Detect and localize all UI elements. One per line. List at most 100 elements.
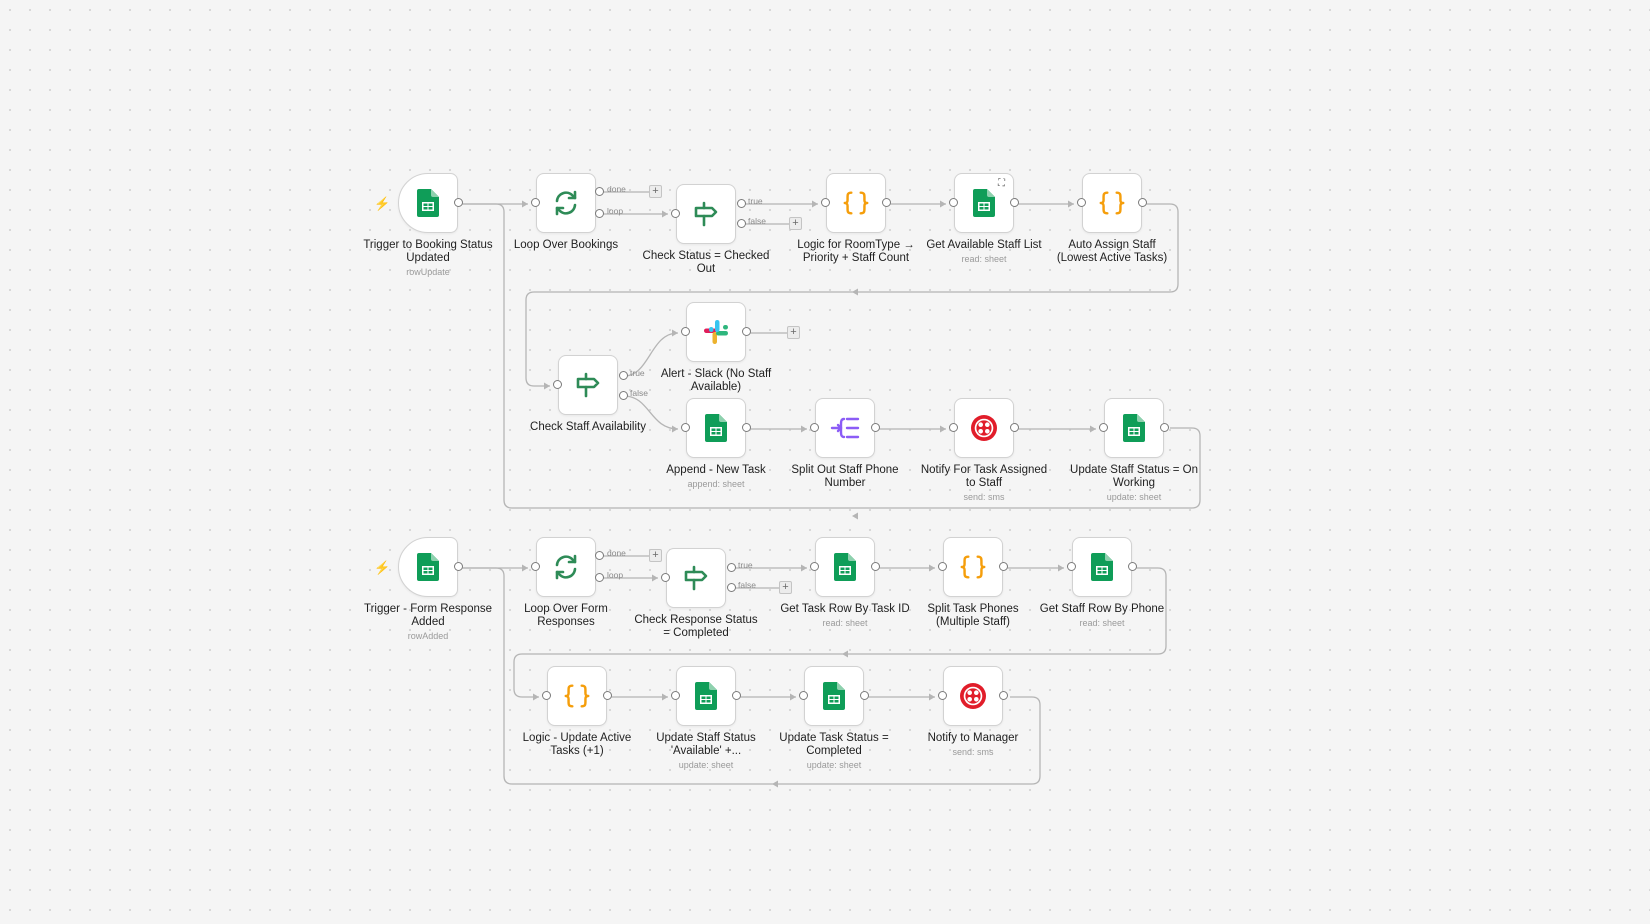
- node-label: Loop Over Form Responses: [524, 603, 608, 628]
- node-n9[interactable]: [686, 398, 746, 458]
- input-port[interactable]: [938, 691, 947, 700]
- input-port[interactable]: [1067, 562, 1076, 571]
- node-n14[interactable]: [536, 537, 596, 597]
- node-n16[interactable]: [815, 537, 875, 597]
- input-port[interactable]: [681, 423, 690, 432]
- wire-getstaff-to-logic[interactable]: [513, 567, 1167, 698]
- add-node-button[interactable]: +: [789, 217, 802, 230]
- node-label: Logic - Update Active Tasks (+1): [522, 732, 632, 757]
- expand-icon[interactable]: ⛶: [998, 178, 1005, 189]
- wire-check-staff-false[interactable]: [623, 395, 679, 430]
- node-n19[interactable]: [547, 666, 607, 726]
- trigger-bolt-icon: ⚡: [374, 560, 391, 575]
- output-port[interactable]: [742, 423, 751, 432]
- node-label: Split Task Phones (Multiple Staff): [927, 603, 1019, 628]
- done-output-port[interactable]: [595, 187, 604, 196]
- input-port[interactable]: [661, 573, 670, 582]
- done-output-port[interactable]: [595, 551, 604, 560]
- loop-output-port[interactable]: [595, 209, 604, 218]
- node-label: Notify to Manager: [927, 732, 1019, 744]
- loop-back-wire-1[interactable]: [444, 203, 1201, 509]
- google-sheets-icon: [830, 552, 860, 582]
- node-label: Trigger - Form Response Added: [363, 603, 493, 628]
- output-port[interactable]: [1128, 562, 1137, 571]
- output-port[interactable]: [860, 691, 869, 700]
- input-port[interactable]: [671, 209, 680, 218]
- node-n17[interactable]: [943, 537, 1003, 597]
- node-label: Loop Over Bookings: [513, 239, 619, 251]
- input-port[interactable]: [1099, 423, 1108, 432]
- output-port[interactable]: [1010, 198, 1019, 207]
- true-output-port[interactable]: [619, 371, 628, 380]
- node-n3[interactable]: [676, 184, 736, 244]
- node-n6[interactable]: [1082, 173, 1142, 233]
- input-port[interactable]: [949, 423, 958, 432]
- output-port[interactable]: [871, 423, 880, 432]
- input-port[interactable]: [671, 691, 680, 700]
- input-port[interactable]: [938, 562, 947, 571]
- false-output-port[interactable]: [727, 583, 736, 592]
- output-port[interactable]: [742, 327, 751, 336]
- output-port[interactable]: [871, 562, 880, 571]
- input-port[interactable]: [949, 198, 958, 207]
- node-n1[interactable]: [398, 173, 458, 233]
- port-label-true: true: [748, 196, 763, 206]
- input-port[interactable]: [1077, 198, 1086, 207]
- input-port[interactable]: [531, 562, 540, 571]
- node-n18[interactable]: [1072, 537, 1132, 597]
- output-port[interactable]: [882, 198, 891, 207]
- node-n13[interactable]: [398, 537, 458, 597]
- add-node-button[interactable]: +: [787, 326, 800, 339]
- node-n11[interactable]: [954, 398, 1014, 458]
- arrowhead-5: [1068, 200, 1074, 208]
- node-n8[interactable]: [686, 302, 746, 362]
- node-subtitle: rowAdded: [407, 631, 449, 641]
- output-port[interactable]: [454, 562, 463, 571]
- node-n21[interactable]: [804, 666, 864, 726]
- input-port[interactable]: [553, 380, 562, 389]
- node-n22[interactable]: [943, 666, 1003, 726]
- loop-output-port[interactable]: [595, 573, 604, 582]
- arrowhead-19: [790, 693, 796, 701]
- output-port[interactable]: [454, 198, 463, 207]
- input-port[interactable]: [542, 691, 551, 700]
- node-n15[interactable]: [666, 548, 726, 608]
- output-port[interactable]: [999, 562, 1008, 571]
- input-port[interactable]: [810, 423, 819, 432]
- add-node-button[interactable]: +: [779, 581, 792, 594]
- google-sheets-icon: [819, 681, 849, 711]
- output-port[interactable]: [1138, 198, 1147, 207]
- node-n7[interactable]: [558, 355, 618, 415]
- add-node-button[interactable]: +: [649, 185, 662, 198]
- arrowhead-18: [662, 693, 668, 701]
- output-port[interactable]: [732, 691, 741, 700]
- node-n20[interactable]: [676, 666, 736, 726]
- node-n4[interactable]: [826, 173, 886, 233]
- wire-check-staff-true[interactable]: [623, 332, 679, 377]
- add-node-button[interactable]: +: [649, 549, 662, 562]
- input-port[interactable]: [681, 327, 690, 336]
- false-output-port[interactable]: [737, 219, 746, 228]
- false-output-port[interactable]: [619, 391, 628, 400]
- input-port[interactable]: [810, 562, 819, 571]
- node-subtitle: read: sheet: [822, 618, 868, 628]
- output-port[interactable]: [999, 691, 1008, 700]
- output-port[interactable]: [1160, 423, 1169, 432]
- node-n5[interactable]: [954, 173, 1014, 233]
- input-port[interactable]: [799, 691, 808, 700]
- output-port[interactable]: [1010, 423, 1019, 432]
- node-n2[interactable]: [536, 173, 596, 233]
- input-port[interactable]: [531, 198, 540, 207]
- node-subtitle: append: sheet: [687, 479, 745, 489]
- input-port[interactable]: [821, 198, 830, 207]
- output-port[interactable]: [603, 691, 612, 700]
- google-sheets-icon: [691, 681, 721, 711]
- arrowhead-6: [544, 382, 550, 390]
- true-output-port[interactable]: [727, 563, 736, 572]
- true-output-port[interactable]: [737, 199, 746, 208]
- node-label: Split Out Staff Phone Number: [791, 464, 899, 489]
- node-n12[interactable]: [1104, 398, 1164, 458]
- port-label-loop: loop: [607, 570, 624, 580]
- node-n10[interactable]: [815, 398, 875, 458]
